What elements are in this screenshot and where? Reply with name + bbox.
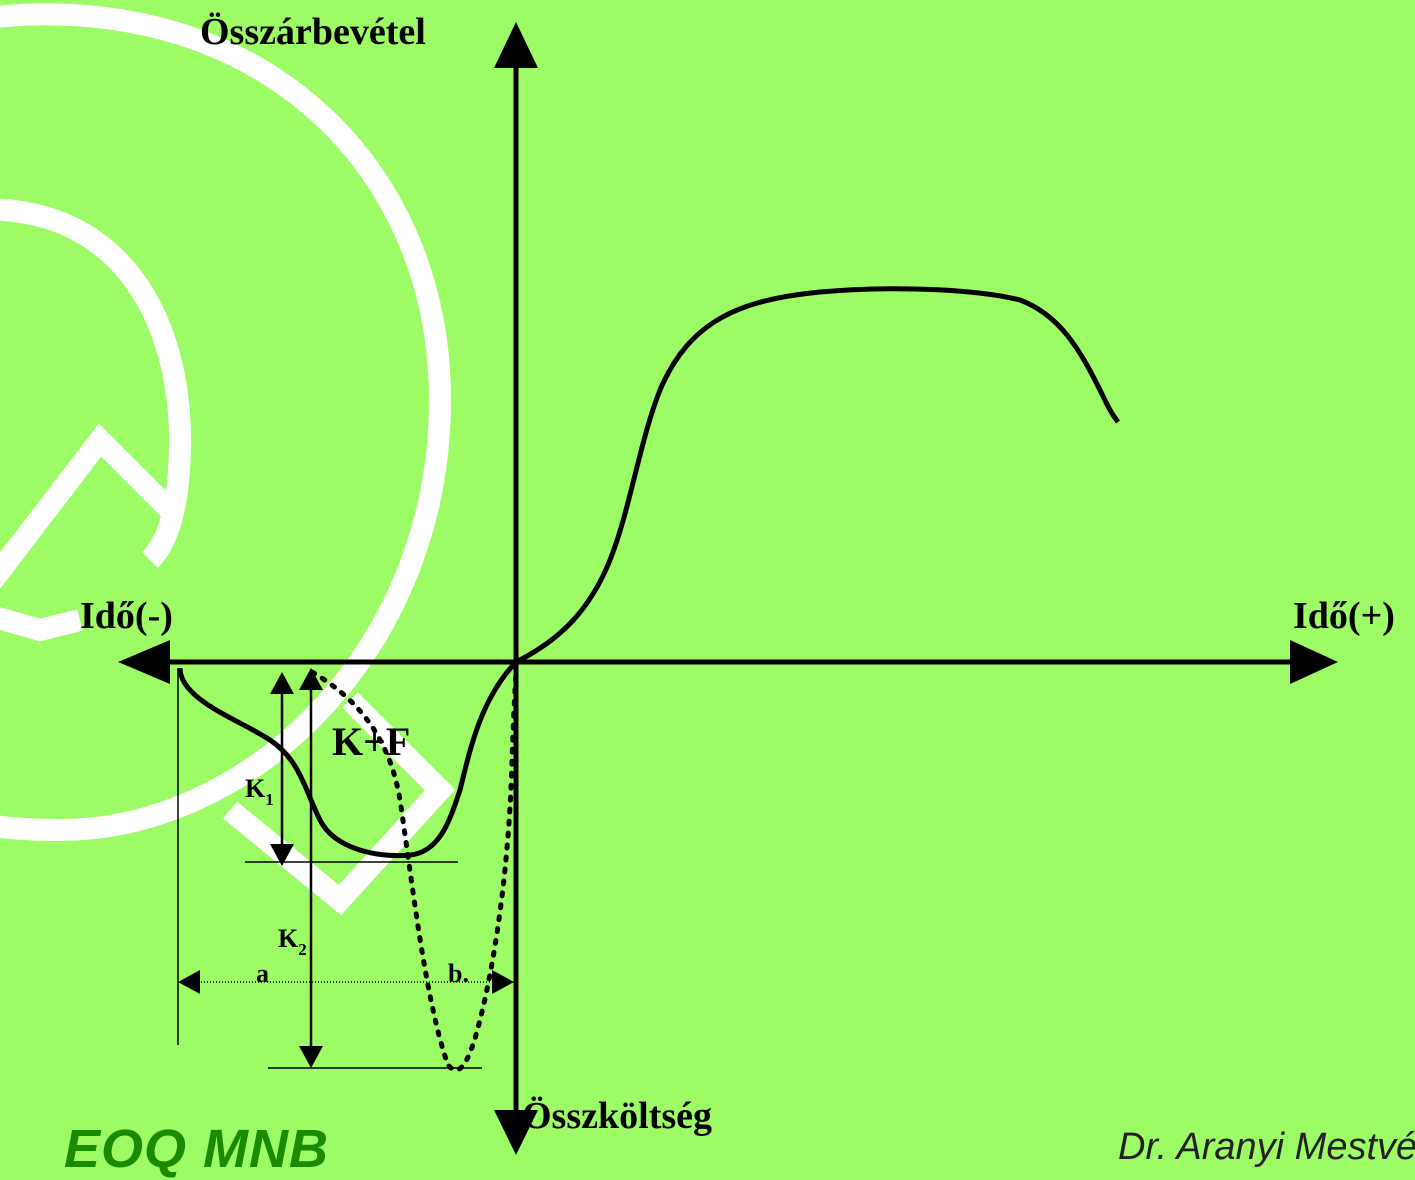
k1-arrow-up-icon: [270, 672, 294, 694]
measurement-arrowheads: [178, 668, 514, 1068]
y-negative-axis-label: Összköltség: [522, 1095, 712, 1137]
k1-label-main: K: [245, 774, 266, 803]
eoq-logo-text: EOQ MNB: [64, 1119, 330, 1179]
author-credit: Dr. Aranyi Mestvérő: [1118, 1126, 1415, 1168]
kf-label: K+F: [332, 719, 410, 764]
b-arrow-right-icon: [492, 970, 514, 994]
arrow-left-icon: [118, 640, 170, 684]
a-label: a: [256, 959, 269, 988]
x-negative-axis-label: Idő(-): [80, 595, 173, 637]
axes: [130, 40, 1330, 1150]
k1-label: K1: [245, 774, 274, 809]
k2-arrow-up-icon: [299, 668, 323, 690]
diagram-canvas: Összárbevétel Összköltség Idő(-) Idő(+) …: [0, 3, 1395, 1155]
arrow-down-icon: [494, 1110, 538, 1155]
arrow-right-icon: [1290, 640, 1338, 684]
y-positive-axis-label: Összárbevétel: [200, 11, 426, 53]
k2-label-sub: 2: [298, 940, 307, 959]
k1-arrow-down-icon: [270, 844, 294, 866]
axis-arrowheads: [118, 22, 1338, 1155]
revenue-cost-curve: [177, 286, 1120, 859]
a-arrow-left-icon: [178, 970, 200, 994]
watermark-logo: [0, 3, 456, 916]
k2-arrow-down-icon: [299, 1046, 323, 1068]
k2-label-main: K: [278, 924, 299, 953]
arrow-up-icon: [494, 22, 538, 68]
x-positive-axis-label: Idő(+): [1293, 595, 1395, 637]
k1-label-sub: 1: [265, 790, 274, 809]
b-label: b.: [448, 959, 469, 988]
k2-label: K2: [278, 924, 307, 959]
